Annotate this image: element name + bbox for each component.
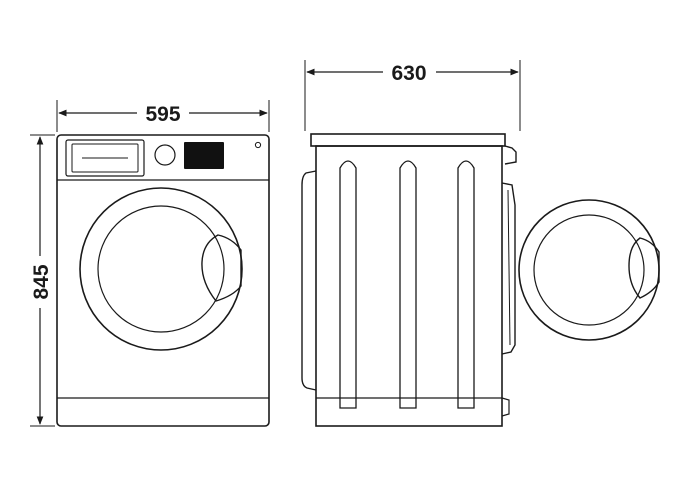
side-ribs <box>339 160 475 409</box>
width-label: 595 <box>145 103 180 126</box>
front-cabinet <box>56 134 270 427</box>
indicator-dot <box>254 141 262 149</box>
front-view <box>56 134 270 427</box>
height-label: 845 <box>30 264 53 299</box>
program-knob <box>154 144 176 166</box>
side-top-plate <box>310 133 506 147</box>
height-dimension: 845 <box>30 134 55 427</box>
side-knob <box>504 145 517 165</box>
side-view <box>301 133 660 427</box>
detergent-drawer <box>65 139 145 177</box>
open-door-handle <box>628 237 660 299</box>
open-door <box>518 199 660 341</box>
door-handle <box>201 234 242 302</box>
front-door <box>79 187 243 351</box>
display-panel <box>184 142 224 169</box>
front-bulge <box>501 182 516 355</box>
rear-bump <box>301 170 317 391</box>
width-dimension: 595 <box>56 100 270 132</box>
depth-dimension: 630 <box>304 60 521 131</box>
side-body <box>315 145 503 427</box>
depth-label: 630 <box>391 62 426 85</box>
